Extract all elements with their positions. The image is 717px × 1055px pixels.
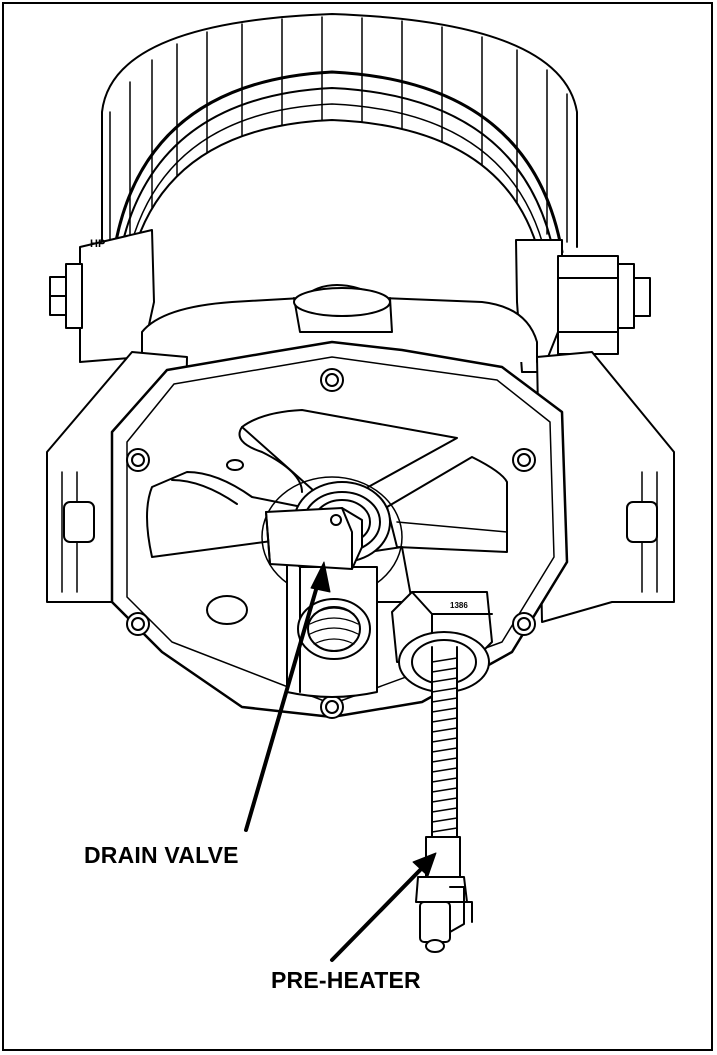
drain-valve <box>265 507 378 698</box>
nut-mark: 1386 <box>450 601 468 610</box>
flange-bolts <box>126 368 536 719</box>
plate-hole-large <box>206 595 248 625</box>
filter-head <box>141 284 538 363</box>
pre-heater-label: PRE-HEATER <box>271 967 421 993</box>
bolt-top <box>320 368 344 392</box>
bolt-left-upper <box>126 448 150 472</box>
right-bracket <box>515 239 651 373</box>
right-wing <box>536 351 675 623</box>
bolt-left-lower <box>126 612 150 636</box>
bolt-right-upper <box>512 448 536 472</box>
filter-bowl <box>101 13 578 258</box>
filter-assembly-drawing: HP <box>46 13 675 962</box>
drain-valve-label: DRAIN VALVE <box>84 842 239 868</box>
plate-hole-small <box>226 459 244 471</box>
drain-valve-leader <box>244 561 331 832</box>
pre-heater: 1386 <box>391 591 493 953</box>
hp-mark: HP <box>90 238 105 250</box>
pre-heater-leader <box>330 852 437 962</box>
bolt-right-lower <box>512 612 536 636</box>
bolt-bottom <box>320 695 344 719</box>
